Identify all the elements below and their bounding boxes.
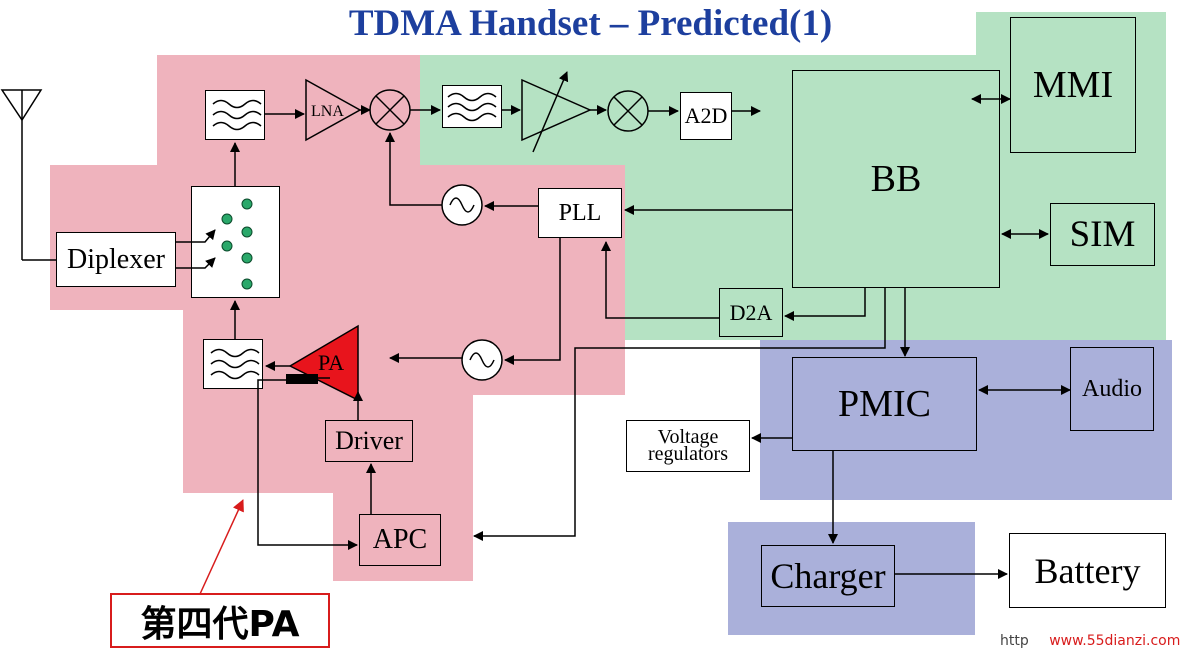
driver-label: Driver bbox=[335, 426, 403, 455]
mmi-label: MMI bbox=[1032, 64, 1114, 106]
pa-amplifier-icon bbox=[288, 324, 359, 402]
mmi-block: MMI bbox=[1010, 17, 1136, 153]
sim-label: SIM bbox=[1069, 214, 1136, 255]
lna-amplifier-icon bbox=[305, 78, 362, 142]
audio-block: Audio bbox=[1070, 347, 1154, 431]
a2d-block: A2D bbox=[680, 92, 732, 140]
watermark-prefix: http bbox=[1000, 633, 1029, 649]
apc-label: APC bbox=[372, 524, 428, 555]
rx-oscillator-icon bbox=[441, 184, 483, 226]
tx-oscillator-icon bbox=[461, 339, 503, 381]
tx-filter-block bbox=[203, 339, 263, 389]
audio-label: Audio bbox=[1082, 375, 1142, 402]
charger-label: Charger bbox=[770, 556, 886, 596]
watermark-site: www.55dianzi.com bbox=[1049, 633, 1181, 649]
pmic-label: PMIC bbox=[838, 383, 931, 425]
pll-label: PLL bbox=[558, 199, 602, 226]
charger-block: Charger bbox=[761, 545, 895, 607]
rf-region bbox=[157, 55, 422, 180]
rx-filter-block bbox=[205, 90, 265, 140]
power-region bbox=[760, 340, 1172, 500]
lna-label: LNA bbox=[311, 103, 344, 120]
switch-contacts-icon bbox=[221, 198, 253, 290]
voltage-regulators-line1: Voltage bbox=[657, 426, 719, 448]
apc-block: APC bbox=[359, 514, 441, 566]
battery-block: Battery bbox=[1009, 533, 1166, 608]
tx-filter-icon bbox=[210, 348, 260, 380]
voltage-regulators-line2: regulators bbox=[648, 443, 728, 465]
sim-block: SIM bbox=[1050, 203, 1155, 266]
if-mixer-icon bbox=[607, 90, 649, 132]
fourth-gen-pa-callout: 第四代PA bbox=[110, 593, 330, 648]
pa-label: PA bbox=[318, 350, 344, 375]
baseband-region bbox=[625, 163, 1166, 340]
if-filter-block bbox=[442, 85, 502, 128]
rf-region bbox=[183, 385, 473, 493]
diagram-title: TDMA Handset – Predicted(1) bbox=[348, 3, 833, 44]
antenna-icon bbox=[0, 89, 56, 261]
battery-label: Battery bbox=[1034, 550, 1141, 591]
bb-block: BB bbox=[792, 70, 1000, 288]
rx-filter-icon bbox=[212, 99, 262, 131]
a2d-label: A2D bbox=[684, 103, 728, 128]
d2a-block: D2A bbox=[719, 288, 783, 337]
diplexer-block: Diplexer bbox=[56, 232, 176, 287]
pmic-block: PMIC bbox=[792, 357, 977, 451]
pll-block: PLL bbox=[538, 188, 622, 238]
voltage-regulators-block: Voltage regulators bbox=[626, 420, 750, 472]
if-filter-icon bbox=[447, 92, 497, 122]
vga-amplifier-icon bbox=[521, 71, 592, 153]
driver-block: Driver bbox=[325, 420, 413, 462]
bb-label: BB bbox=[870, 158, 922, 200]
coupler-icon bbox=[286, 374, 318, 384]
rx-mixer-icon bbox=[369, 89, 411, 131]
callout-label: 第四代PA bbox=[140, 603, 300, 645]
baseband-region bbox=[976, 12, 1166, 167]
diplexer-label: Diplexer bbox=[67, 243, 165, 275]
watermark: http www.55dianzi.com bbox=[1000, 633, 1180, 649]
d2a-label: D2A bbox=[729, 299, 773, 325]
power-region bbox=[728, 522, 975, 635]
